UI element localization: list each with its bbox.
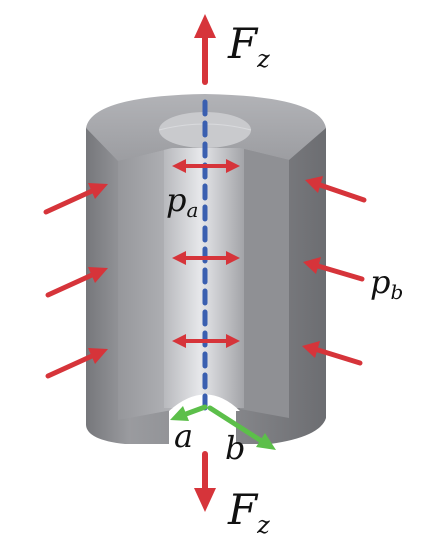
- cylinder-cut-face-left: [118, 148, 172, 420]
- outer-pressure-arrow-right-1: [305, 176, 367, 203]
- force-bottom-arrow: [194, 451, 216, 512]
- outer-pressure-arrow-right-2: [303, 257, 365, 282]
- force-top-label: Fz: [227, 19, 270, 73]
- radius-arrows: [170, 404, 276, 450]
- outer-pressure-arrow-left-1: [43, 183, 108, 215]
- outer-pressure-arrow-right-3: [302, 341, 363, 366]
- force-bottom-label: Fz: [227, 485, 270, 539]
- inner-pressure-arrow-2: [172, 251, 240, 265]
- inner-pressure-arrow-3: [172, 334, 240, 348]
- outer-pressure-arrow-left-3: [45, 348, 108, 379]
- force-top-arrow: [194, 14, 216, 85]
- inner-pressure-arrows: [172, 159, 240, 348]
- inner-pressure-arrow-1: [172, 159, 240, 173]
- outer-pressure-arrow-left-2: [45, 267, 108, 298]
- inner-pressure-label: pa: [166, 181, 198, 222]
- inner-radius-label: a: [174, 417, 193, 455]
- outer-radius-arrow: [207, 405, 276, 450]
- outer-pressure-arrows: [43, 176, 367, 379]
- cylinder-cut-face-right: [240, 148, 289, 418]
- outer-pressure-label: pb: [370, 263, 403, 304]
- outer-radius-label: b: [225, 429, 245, 467]
- inner-radius-arrow: [170, 404, 208, 421]
